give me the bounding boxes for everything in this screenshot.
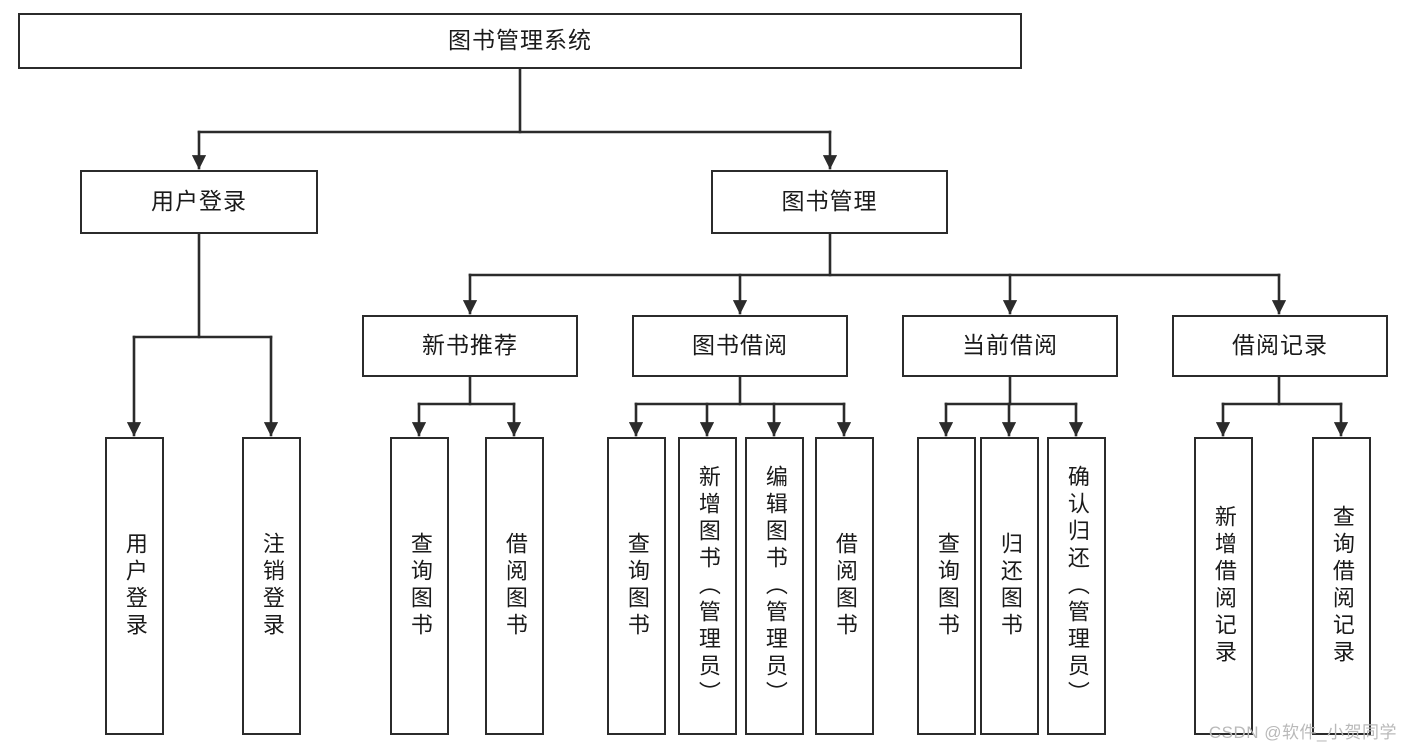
node-user-login[interactable]: 用户登录 <box>80 170 318 234</box>
node-leaf-query-book-2[interactable]: 查询图书 <box>607 437 666 735</box>
node-leaf-query-record[interactable]: 查询借阅记录 <box>1312 437 1371 735</box>
node-leaf-logout[interactable]: 注销登录 <box>242 437 301 735</box>
node-leaf-borrow-book-1[interactable]: 借阅图书 <box>485 437 544 735</box>
node-leaf-query-book-2-label: 查询图书 <box>624 532 650 640</box>
node-leaf-return-book[interactable]: 归还图书 <box>980 437 1039 735</box>
node-current-borrow-label: 当前借阅 <box>962 332 1058 359</box>
node-leaf-user-login[interactable]: 用户登录 <box>105 437 164 735</box>
node-leaf-user-login-label: 用户登录 <box>122 532 148 640</box>
node-new-book-rec[interactable]: 新书推荐 <box>362 315 578 377</box>
node-leaf-edit-book[interactable]: 编辑图书（管理员） <box>745 437 804 735</box>
node-leaf-add-record-label: 新增借阅记录 <box>1211 505 1237 667</box>
node-borrow-record-label: 借阅记录 <box>1232 332 1328 359</box>
node-leaf-confirm-return-label: 确认归还（管理员） <box>1064 464 1090 708</box>
node-leaf-query-book-1-label: 查询图书 <box>407 532 433 640</box>
node-new-book-rec-label: 新书推荐 <box>422 332 518 359</box>
node-leaf-query-book-3-label: 查询图书 <box>934 532 960 640</box>
node-leaf-return-book-label: 归还图书 <box>997 532 1023 640</box>
watermark: CSDN @软件_小贺同学 <box>1208 723 1397 742</box>
node-user-login-label: 用户登录 <box>151 188 247 215</box>
node-root[interactable]: 图书管理系统 <box>18 13 1022 69</box>
node-leaf-query-record-label: 查询借阅记录 <box>1329 505 1355 667</box>
node-leaf-add-book[interactable]: 新增图书（管理员） <box>678 437 737 735</box>
node-leaf-add-record[interactable]: 新增借阅记录 <box>1194 437 1253 735</box>
node-book-borrow[interactable]: 图书借阅 <box>632 315 848 377</box>
node-leaf-add-book-label: 新增图书（管理员） <box>695 464 721 708</box>
node-book-manage-label: 图书管理 <box>781 188 878 215</box>
node-leaf-edit-book-label: 编辑图书（管理员） <box>762 464 788 708</box>
node-leaf-query-book-3[interactable]: 查询图书 <box>917 437 976 735</box>
node-leaf-borrow-book-2-label: 借阅图书 <box>832 532 858 640</box>
node-book-borrow-label: 图书借阅 <box>692 332 788 359</box>
node-borrow-record[interactable]: 借阅记录 <box>1172 315 1388 377</box>
node-book-manage[interactable]: 图书管理 <box>711 170 948 234</box>
node-root-label: 图书管理系统 <box>448 27 592 54</box>
node-leaf-query-book-1[interactable]: 查询图书 <box>390 437 449 735</box>
node-leaf-confirm-return[interactable]: 确认归还（管理员） <box>1047 437 1106 735</box>
node-leaf-logout-label: 注销登录 <box>259 532 285 640</box>
node-current-borrow[interactable]: 当前借阅 <box>902 315 1118 377</box>
node-leaf-borrow-book-2[interactable]: 借阅图书 <box>815 437 874 735</box>
node-leaf-borrow-book-1-label: 借阅图书 <box>502 532 528 640</box>
